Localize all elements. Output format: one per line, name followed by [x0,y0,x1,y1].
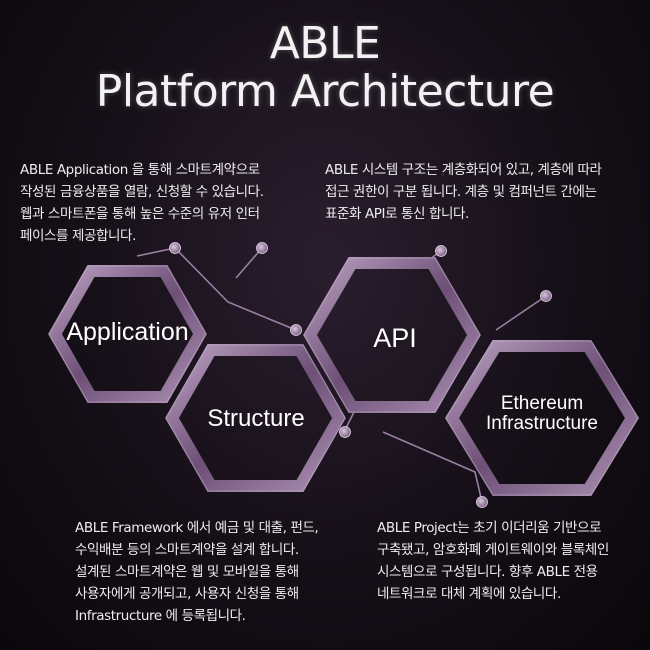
hexagons [48,257,640,496]
text-line: 표준화 API로 통신 합니다. [325,206,469,222]
connector-dot [435,245,447,257]
connector-lines [136,247,547,503]
hexagon-label-api: API [373,323,417,353]
hexagon-label-ethereum-line1: Ethereum [500,393,584,414]
connector-line [495,295,547,331]
hexagon-structure [165,344,346,492]
text-line: ABLE Project는 초기 이더리움 기반으로 [377,520,602,536]
connector-line [382,431,483,503]
text-line: 수익배분 등의 스마트계약을 설계 합니다. [75,542,299,558]
text-bottom-left: ABLE Framework 에서 예금 및 대출, 펀드, 수익배분 등의 스… [75,517,319,627]
connector-dot [339,426,351,438]
text-line: 웹과 스마트폰을 통해 높은 수준의 유저 인터 [20,206,260,222]
text-top-left: ABLE Application 을 통해 스마트계약으로 작성된 금융상품을 … [20,159,264,247]
text-line: ABLE Framework 에서 예금 및 대출, 펀드, [75,520,319,536]
connector-line [136,247,176,257]
connector-dots [169,242,552,508]
text-line: 접근 권한이 구분 됩니다. 계층 및 컴퍼넌트 간에는 [325,184,597,200]
hexagon-highlights [48,257,639,496]
hexagon-label-application: Application [66,318,189,346]
text-bottom-right: ABLE Project는 초기 이더리움 기반으로 구축됐고, 암호화폐 게이… [377,517,609,605]
hexagon-api [303,257,481,413]
title-line-2: Platform Architecture [95,66,555,117]
text-line: ABLE Application 을 통해 스마트계약으로 [20,162,260,178]
text-line: 시스템으로 구성됩니다. 향후 ABLE 전용 [377,564,598,580]
hexagon-label-ethereum-line2: Infrastructure [486,413,598,434]
text-line: ABLE 시스템 구조는 계층화되어 있고, 계층에 따라 [325,162,602,178]
hexagon-label-structure: Structure [207,405,305,432]
title-line-1: ABLE [269,18,381,69]
hexagon-ethereum [444,340,640,496]
text-line: 페이스를 제공합니다. [20,228,136,244]
connector-dot [169,242,181,254]
text-top-right: ABLE 시스템 구조는 계층화되어 있고, 계층에 따라 접근 권한이 구분 … [325,159,602,225]
text-line: 사용자에게 공개되고, 사용자 신청을 통해 [75,586,299,602]
hexagon-label-ethereum: Ethereum Infrastructure [458,394,626,434]
text-line: Infrastructure 에 등록됩니다. [75,608,246,624]
connector-line [174,247,297,331]
connector-line [235,247,263,279]
connector-dot [540,290,552,302]
text-line: 네트워크로 대체 계획에 있습니다. [377,586,561,602]
text-line: 설계된 스마트계약은 웹 및 모바일을 통해 [75,564,299,580]
text-line: 구축됐고, 암호화폐 게이트웨이와 블록체인 [377,542,609,558]
connector-dot [290,324,302,336]
text-line: 작성된 금융상품을 열람, 신청할 수 있습니다. [20,184,264,200]
connector-dot [256,242,268,254]
connector-dot [476,496,488,508]
hexagon-application [48,265,207,403]
